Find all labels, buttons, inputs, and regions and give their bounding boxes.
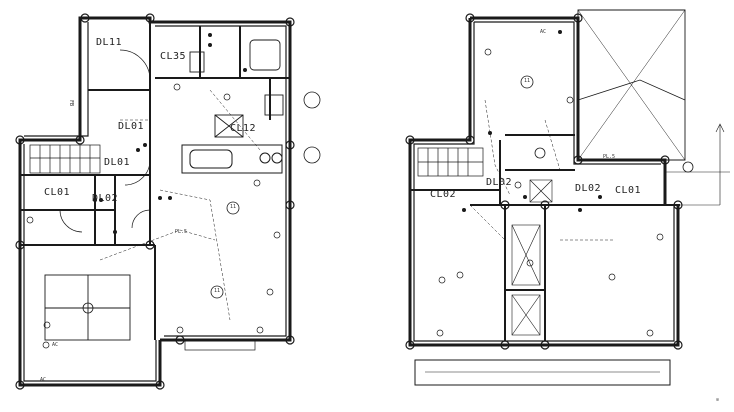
floor2-interior-walls bbox=[410, 134, 680, 341]
downlight-label-dl01-a: DL01 bbox=[118, 121, 145, 132]
floor2-circled-labels bbox=[520, 75, 694, 173]
floor2-stairs bbox=[417, 147, 484, 177]
floor2-front-balcony bbox=[414, 359, 671, 386]
downlight-label-dl02-b: DL02 bbox=[575, 183, 602, 194]
floor1-wiring bbox=[99, 89, 261, 321]
downlight-label-dl02: DL02 bbox=[92, 193, 119, 204]
floor1-tatami-room bbox=[44, 274, 131, 341]
floor1-circled-labels bbox=[82, 91, 321, 314]
floor1-interior-walls bbox=[20, 22, 290, 340]
floor2-closet-shafts bbox=[511, 179, 553, 336]
floor1-bath-fixtures bbox=[189, 39, 284, 138]
circuit-number-f2: 11 bbox=[524, 78, 531, 84]
downlight-label-dl01-b: DL01 bbox=[104, 157, 131, 168]
floor2-columns bbox=[405, 13, 683, 350]
north-arrow-icon: ⊙ bbox=[716, 397, 720, 403]
floor2-downlight-dots bbox=[462, 30, 602, 212]
closet-label-dl11: DL11 bbox=[96, 37, 123, 48]
closet-label-cl02: CL02 bbox=[430, 189, 457, 200]
floor1-doors bbox=[59, 49, 256, 351]
mark-ac-1: AC bbox=[52, 342, 59, 348]
downlight-label-dl02-a: DL02 bbox=[486, 177, 513, 188]
circuit-number-1: 11 bbox=[230, 204, 237, 210]
closet-label-cl01-f2: CL01 bbox=[615, 185, 642, 196]
floor1-stairs bbox=[29, 144, 101, 174]
floor2-balcony-roof bbox=[577, 9, 730, 206]
floor2-plan bbox=[405, 9, 730, 386]
floor2-wiring bbox=[469, 99, 615, 241]
floor1-downlight-dots bbox=[93, 33, 247, 234]
floor1-plan bbox=[15, 13, 321, 390]
floor2-outlet-symbols bbox=[436, 48, 664, 337]
mark-ac-2: AC bbox=[40, 377, 47, 383]
closet-label-cl12: CL12 bbox=[230, 123, 257, 134]
circuit-number-2: 11 bbox=[214, 288, 221, 294]
closet-label-cl01: CL01 bbox=[44, 187, 71, 198]
closet-label-cl35: CL35 bbox=[160, 51, 187, 62]
floor1-kitchen-counter bbox=[181, 144, 283, 174]
floor1-outlet-symbols bbox=[26, 83, 281, 349]
mark-ac-f2: AC bbox=[540, 29, 547, 35]
ceiling-text-floor1: PL.5 bbox=[175, 229, 188, 235]
mark-fb: FB bbox=[68, 100, 74, 107]
floor1-columns bbox=[15, 13, 295, 390]
ceiling-text-floor2: PL.5 bbox=[603, 154, 616, 160]
